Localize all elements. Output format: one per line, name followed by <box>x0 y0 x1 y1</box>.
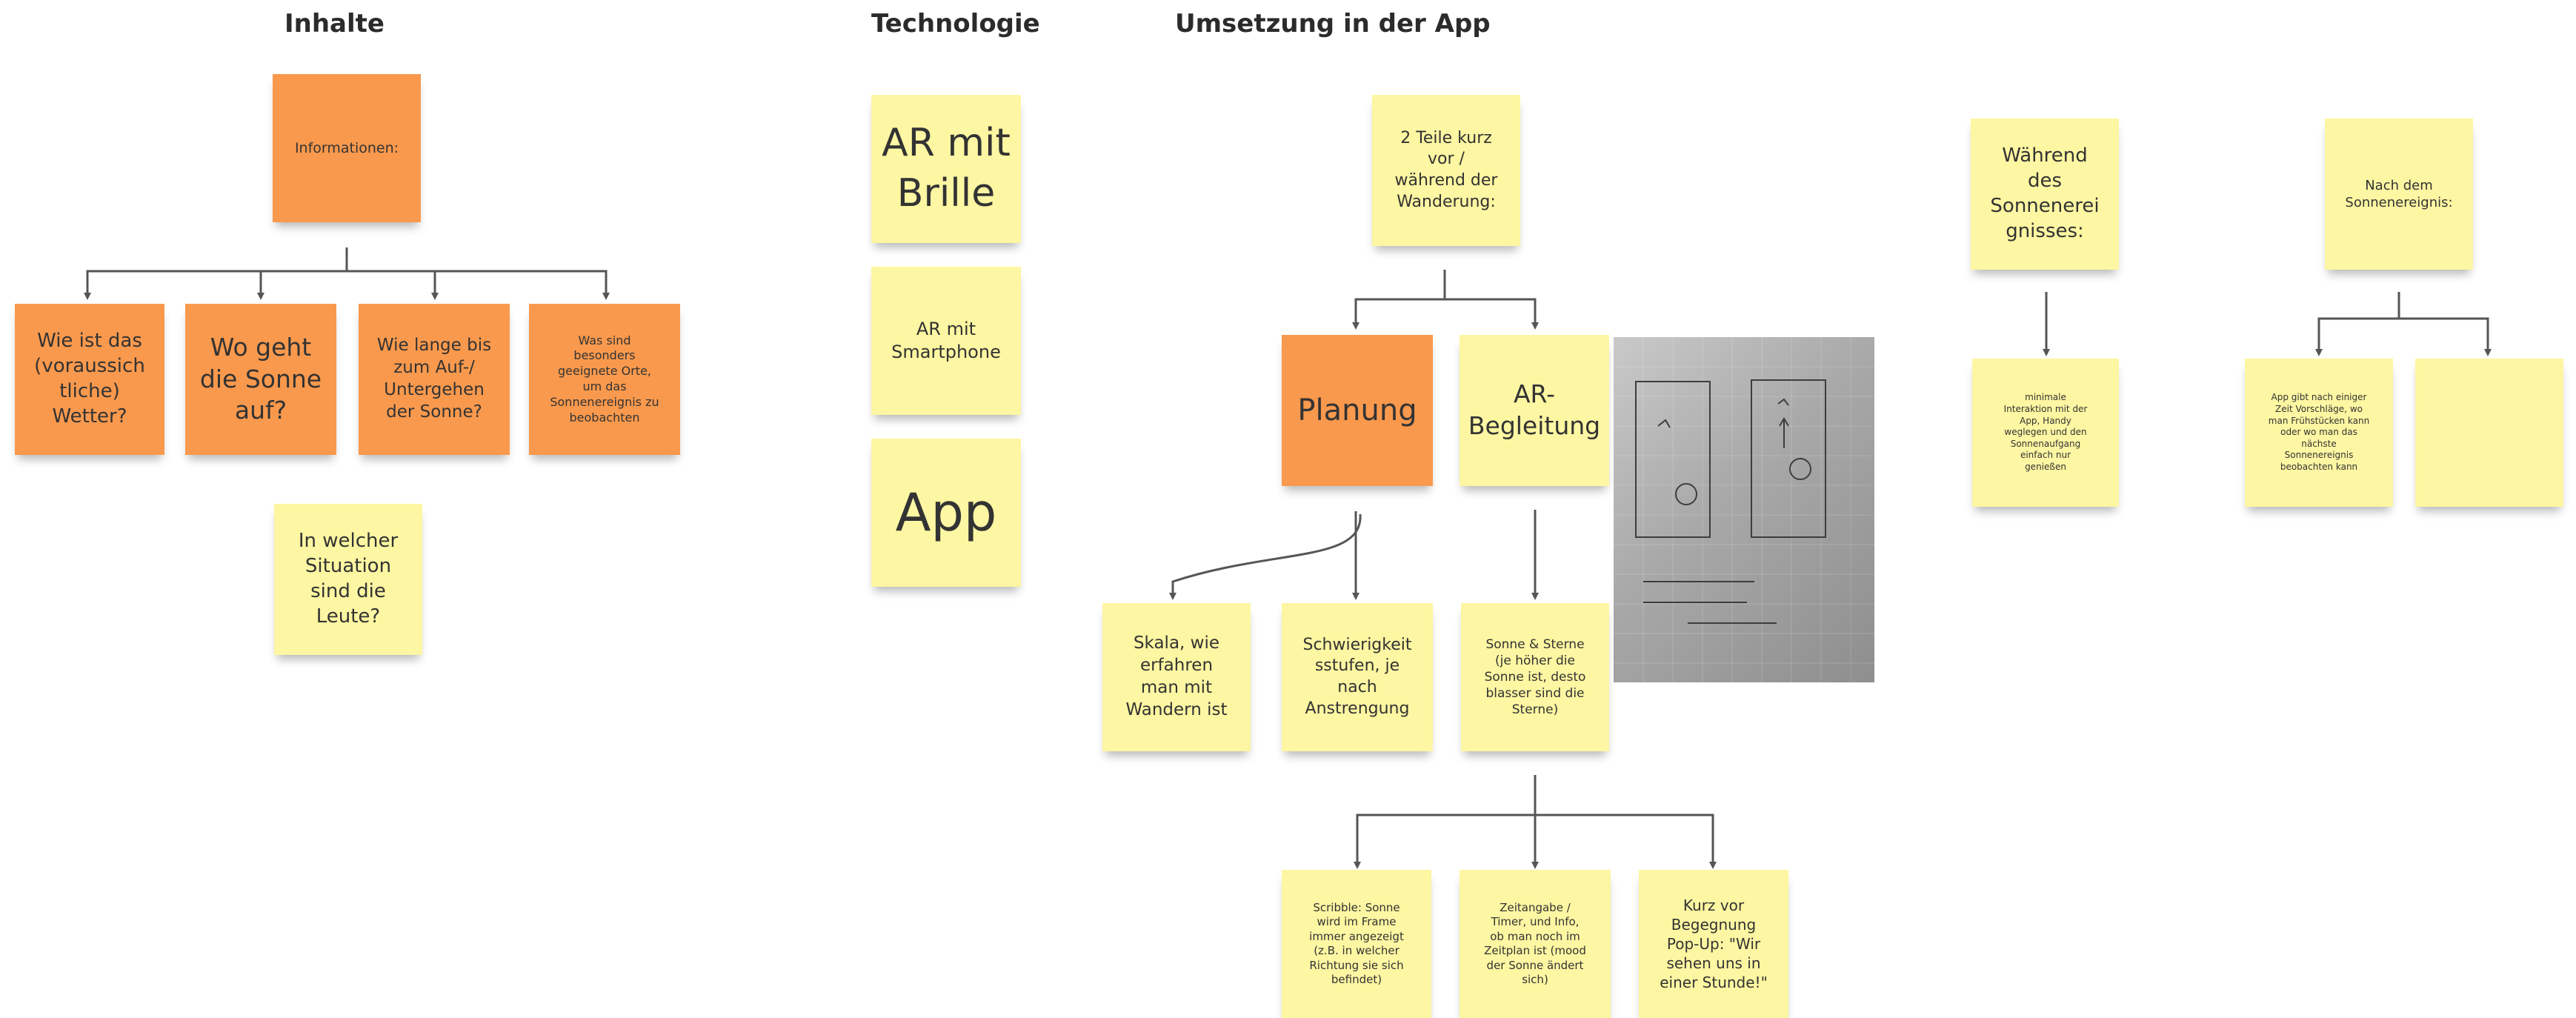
note-app[interactable]: App <box>871 439 1021 587</box>
note-app-gibt-text: App gibt nach einiger Zeit Vorschläge, w… <box>2268 392 2370 472</box>
note-planung-text: Planung <box>1297 393 1417 428</box>
note-zeitangabe[interactable]: Zeitangabe / Timer, und Info, ob man noc… <box>1460 870 1611 1018</box>
note-sonne-auf[interactable]: Wo geht die Sonne auf? <box>185 304 336 455</box>
note-leer[interactable] <box>2415 359 2563 507</box>
note-ar-begleitung-text: AR- Begleitung <box>1468 379 1601 440</box>
note-waehrend-text: Während des Sonnenerei gnisses: <box>1990 144 2100 242</box>
sketch-photo <box>1614 337 1874 682</box>
note-schwierigkeit[interactable]: Schwierigkeit sstufen, je nach Anstrengu… <box>1282 603 1433 751</box>
heading-umsetzung: Umsetzung in der App <box>1175 9 1491 39</box>
heading-technologie: Technologie <box>871 9 1040 39</box>
note-scribble-text: Scribble: Sonne wird im Frame immer ange… <box>1309 900 1404 987</box>
note-schwierigkeit-text: Schwierigkeit sstufen, je nach Anstrengu… <box>1302 635 1412 718</box>
note-zwei-teile-text: 2 Teile kurz vor / während der Wanderung… <box>1394 128 1498 211</box>
note-informationen[interactable]: Informationen: <box>273 74 421 222</box>
note-app-text: App <box>895 482 997 543</box>
sketch-photo-icon <box>1614 337 1874 682</box>
note-nach-dem-text: Nach dem Sonnenereignis: <box>2345 177 2453 210</box>
note-ar-brille[interactable]: AR mit Brille <box>871 95 1021 243</box>
note-wetter-text: Wie ist das (voraussich tliche) Wetter? <box>34 330 145 428</box>
note-orte-text: Was sind besonders geeignete Orte, um da… <box>550 333 659 425</box>
note-nach-dem[interactable]: Nach dem Sonnenereignis: <box>2325 119 2473 270</box>
note-ar-brille-text: AR mit Brille <box>882 121 1011 216</box>
note-skala[interactable]: Skala, wie erfahren man mit Wandern ist <box>1102 603 1251 751</box>
note-minimale[interactable]: minimale Interaktion mit der App, Handy … <box>1972 359 2119 507</box>
note-situation-text: In welcher Situation sind die Leute? <box>298 530 399 628</box>
note-zwei-teile[interactable]: 2 Teile kurz vor / während der Wanderung… <box>1372 95 1520 246</box>
note-minimale-text: minimale Interaktion mit der App, Handy … <box>2003 392 2088 472</box>
note-sonne-sterne[interactable]: Sonne & Sterne (je höher die Sonne ist, … <box>1461 603 1609 751</box>
note-skala-text: Skala, wie erfahren man mit Wandern ist <box>1125 633 1228 719</box>
note-wie-lange[interactable]: Wie lange bis zum Auf-/ Untergehen der S… <box>359 304 510 455</box>
note-sonne-auf-text: Wo geht die Sonne auf? <box>199 332 322 425</box>
note-ar-begleitung[interactable]: AR- Begleitung <box>1460 335 1609 486</box>
note-ar-smartphone-text: AR mit Smartphone <box>891 318 1001 362</box>
note-kurz-vor[interactable]: Kurz vor Begegnung Pop-Up: "Wir sehen un… <box>1639 870 1788 1018</box>
heading-inhalte: Inhalte <box>284 9 385 39</box>
note-app-gibt[interactable]: App gibt nach einiger Zeit Vorschläge, w… <box>2245 359 2393 507</box>
note-ar-smartphone[interactable]: AR mit Smartphone <box>871 267 1021 415</box>
note-sonne-sterne-text: Sonne & Sterne (je höher die Sonne ist, … <box>1484 636 1586 718</box>
note-informationen-text: Informationen: <box>294 139 399 156</box>
note-orte[interactable]: Was sind besonders geeignete Orte, um da… <box>529 304 680 455</box>
note-planung[interactable]: Planung <box>1282 335 1433 486</box>
note-zeitangabe-text: Zeitangabe / Timer, und Info, ob man noc… <box>1484 900 1586 987</box>
note-wie-lange-text: Wie lange bis zum Auf-/ Untergehen der S… <box>376 336 492 422</box>
note-situation[interactable]: In welcher Situation sind die Leute? <box>274 504 422 655</box>
note-scribble[interactable]: Scribble: Sonne wird im Frame immer ange… <box>1282 870 1431 1018</box>
note-waehrend[interactable]: Während des Sonnenerei gnisses: <box>1971 119 2119 270</box>
note-kurz-vor-text: Kurz vor Begegnung Pop-Up: "Wir sehen un… <box>1660 896 1768 991</box>
note-wetter[interactable]: Wie ist das (voraussich tliche) Wetter? <box>15 304 164 455</box>
